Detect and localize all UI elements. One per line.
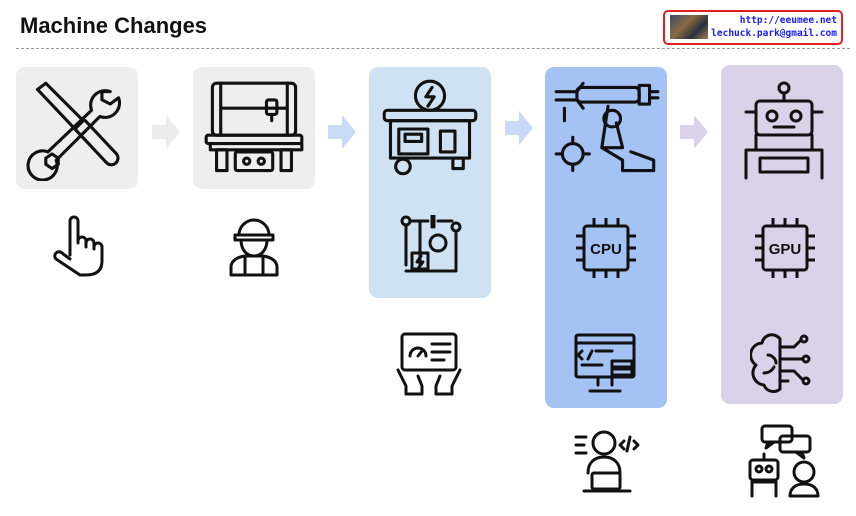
page-title: Machine Changes <box>20 13 208 38</box>
arrow-right-icon <box>680 115 708 149</box>
circuit-icon <box>398 213 462 277</box>
cnc-machine-icon <box>202 77 306 181</box>
hand-pointer-icon <box>50 215 106 277</box>
robot-icon <box>738 80 830 180</box>
cpu-label: CPU <box>590 241 622 258</box>
cpu-icon: CPU <box>574 216 638 280</box>
gpu-label: GPU <box>769 241 802 258</box>
robot-arm-icon <box>552 77 662 181</box>
gpu-icon: GPU <box>753 216 817 280</box>
divider <box>16 48 850 49</box>
code-monitor-icon <box>572 333 638 395</box>
robot-human-chat-icon <box>744 424 824 498</box>
badge-email[interactable]: lechuck.park@gmail.com <box>711 28 837 39</box>
engineer-icon <box>225 215 283 277</box>
tablet-dashboard-icon <box>396 330 462 396</box>
generator-icon <box>378 77 482 181</box>
arrow-right-icon <box>505 111 533 145</box>
avatar <box>670 15 708 39</box>
tools-icon <box>25 77 129 182</box>
arrow-right-icon <box>152 115 180 149</box>
badge-url[interactable]: http://eeumee.net <box>739 15 837 26</box>
ai-brain-icon <box>749 333 818 395</box>
developer-icon <box>574 427 640 493</box>
author-badge[interactable]: http://eeumee.net lechuck.park@gmail.com <box>663 10 843 45</box>
arrow-right-icon <box>328 115 356 149</box>
